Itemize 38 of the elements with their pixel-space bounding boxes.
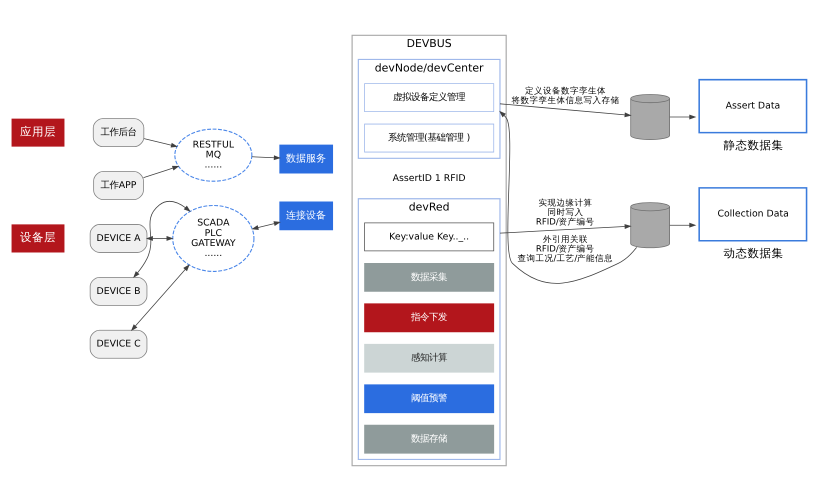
arrow xyxy=(669,114,696,120)
node-box: 工作APP xyxy=(93,171,144,200)
arrow xyxy=(500,224,632,234)
label: 设备层 xyxy=(20,230,56,244)
node-ellipse: RESTFUL MQ ...... xyxy=(174,128,252,182)
node-box: Assert Data xyxy=(698,78,808,134)
arrow xyxy=(146,236,174,241)
edge-label: 实现边缘计算同时写入RFID/资产编号 xyxy=(536,198,595,228)
arrow xyxy=(133,200,191,278)
arrow xyxy=(144,138,178,148)
arrow xyxy=(252,155,281,160)
arrow xyxy=(500,103,632,118)
node-box: 阈值预警 xyxy=(364,384,494,414)
node-box: 连接设备 xyxy=(279,201,334,230)
node-box: 指令下发 xyxy=(364,303,494,332)
node-box: Collection Data xyxy=(698,187,808,242)
node-box: 虚拟设备定义管理 xyxy=(364,83,494,112)
node-box: 系统管理(基础管理 ) xyxy=(364,124,494,152)
node-box: 数据服务 xyxy=(279,144,334,174)
arrow xyxy=(499,110,638,284)
arrow xyxy=(251,221,281,230)
node-box: 数据存储 xyxy=(364,424,494,454)
edge-label: 定义设备数字孪生体将数字孪生体信息写入存储 xyxy=(511,86,620,106)
label: 应用层 xyxy=(20,124,56,138)
node-box: 工作后台 xyxy=(92,118,144,147)
node-box: 感知计算 xyxy=(364,344,494,373)
node-label: 动态数据集 xyxy=(723,246,784,260)
node-box: DEVICE A xyxy=(90,224,148,253)
arrow xyxy=(143,166,180,178)
node-box: DEVICE C xyxy=(90,330,148,359)
arrow xyxy=(130,264,190,332)
node-box: 数据采集 xyxy=(364,262,494,292)
arrow xyxy=(669,222,696,228)
node-label: 静态数据集 xyxy=(723,138,784,152)
label: AssertID 1 RFID xyxy=(392,172,466,184)
edge-label: 外引用关联RFID/资产编号查询工况/工艺/产能信息 xyxy=(517,235,614,264)
node-box: Key:value Key.._.. xyxy=(364,222,494,252)
node-box: DEVICE B xyxy=(90,276,148,306)
